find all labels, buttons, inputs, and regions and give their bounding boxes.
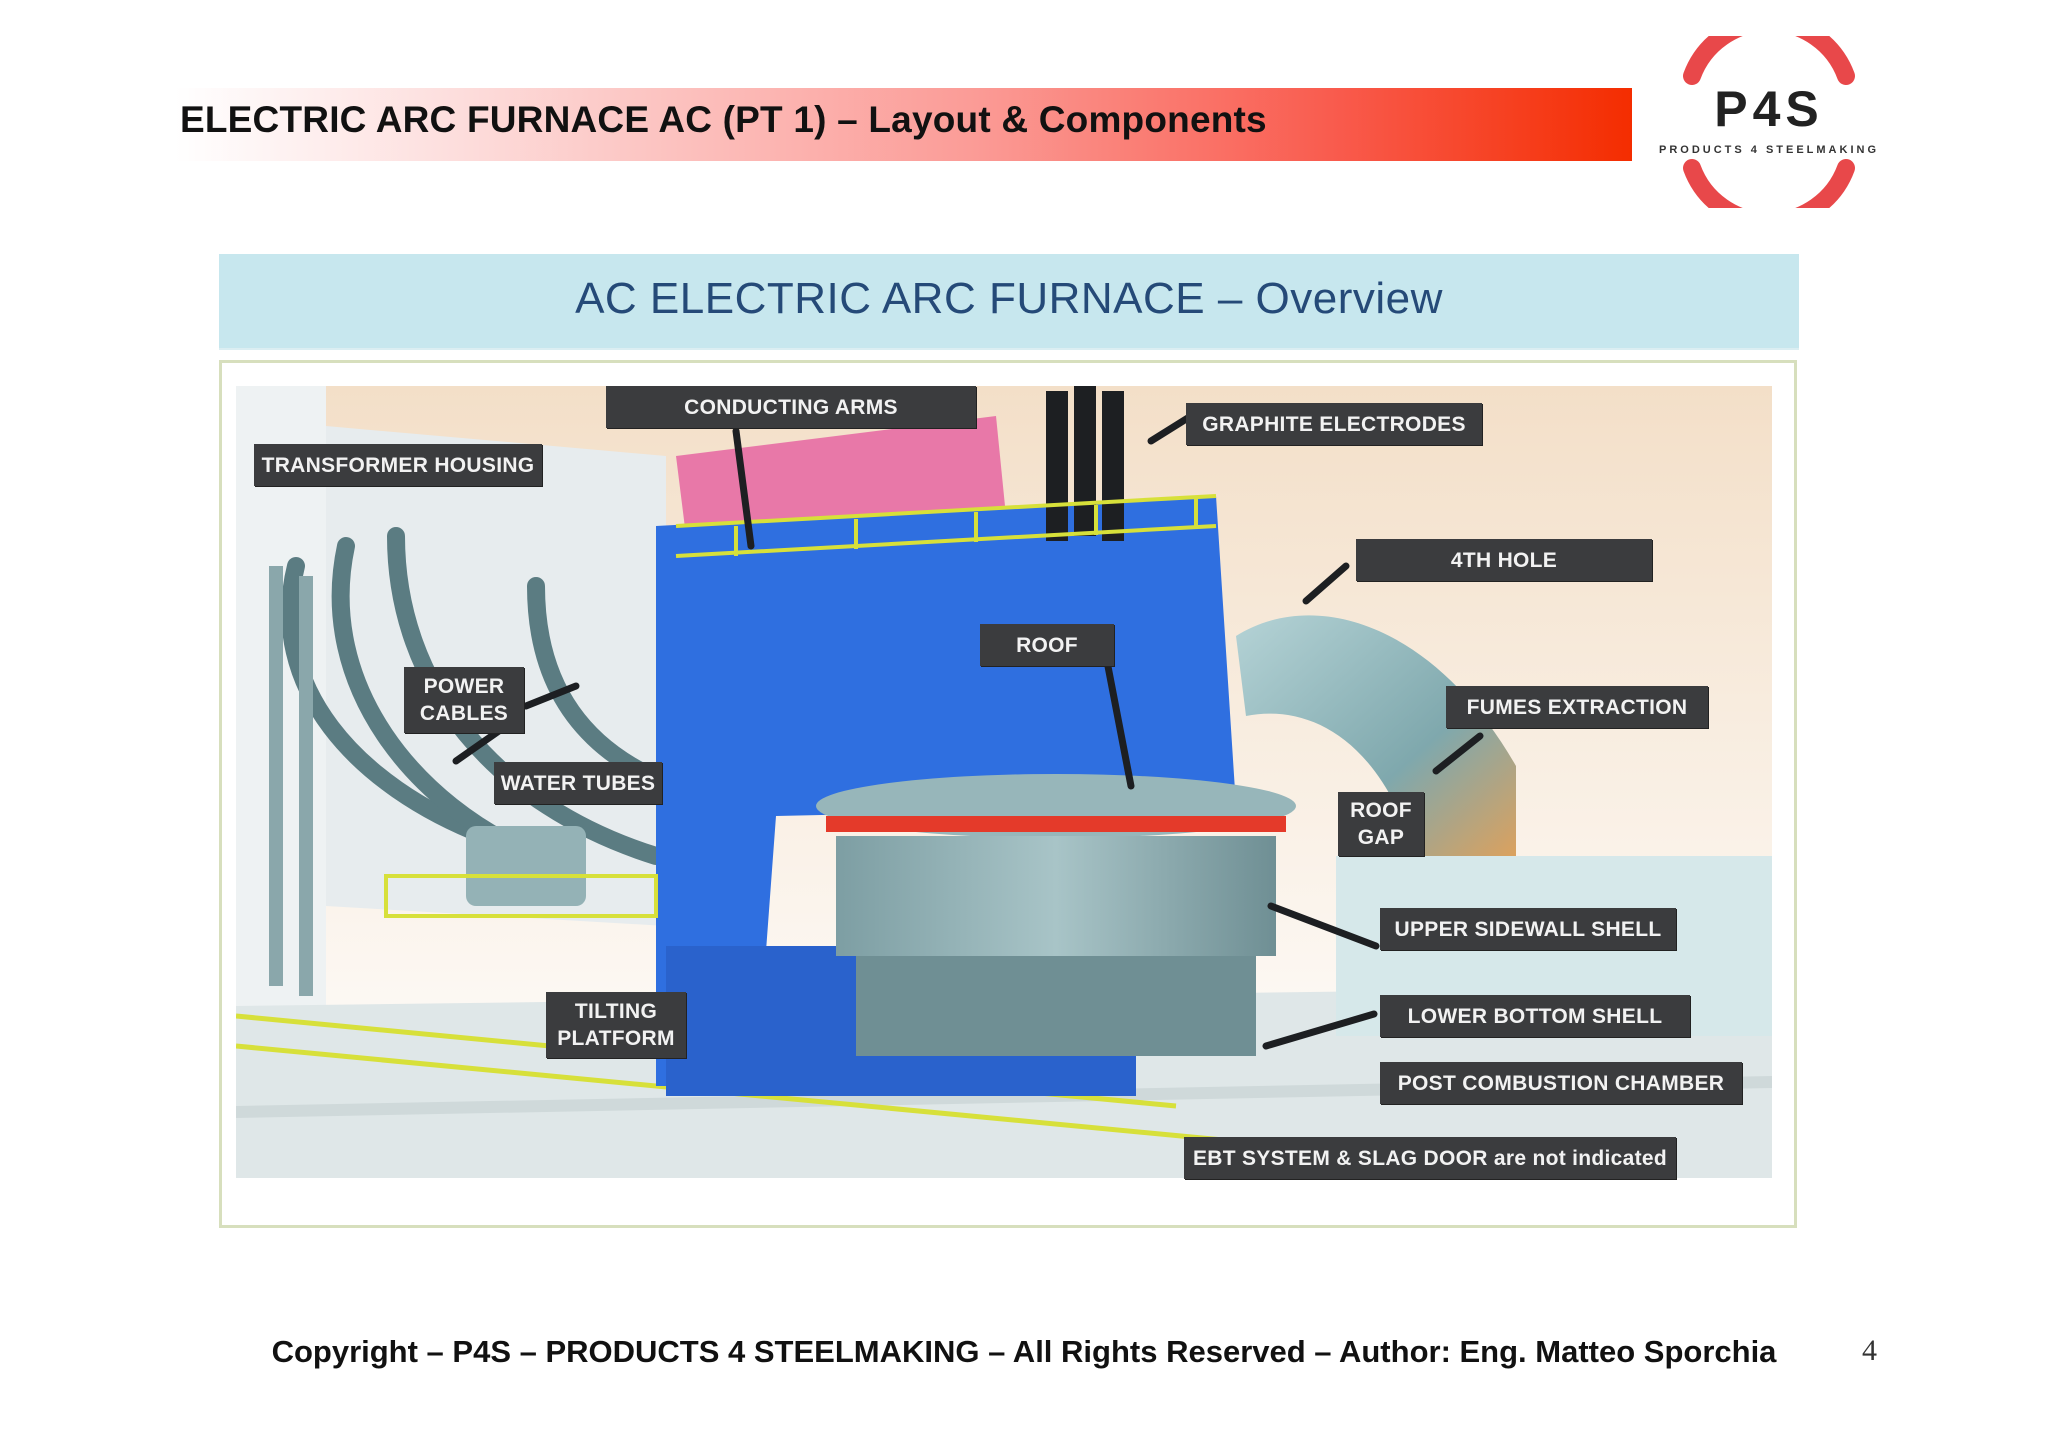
callout-arrows bbox=[452, 412, 1484, 1050]
arrow-4th-hole bbox=[1302, 562, 1350, 605]
callout-fumes-extraction: FUMES EXTRACTION bbox=[1446, 686, 1708, 728]
logo-subtitle: PRODUCTS 4 STEELMAKING bbox=[1658, 144, 1879, 156]
p4s-logo: P4S PRODUCTS 4 STEELMAKING bbox=[1648, 13, 1890, 231]
callout-tilting-platform: TILTING PLATFORM bbox=[546, 992, 686, 1058]
tilting-cylinder-drawing bbox=[466, 826, 586, 906]
callout-ebt-note: EBT SYSTEM & SLAG DOOR are not indicated bbox=[1184, 1137, 1676, 1179]
callout-power-cables: POWER CABLES bbox=[404, 667, 524, 733]
arrow-power-cables bbox=[522, 682, 580, 710]
callout-post-combustion-chamber: POST COMBUSTION CHAMBER bbox=[1380, 1062, 1742, 1104]
callout-upper-sidewall-shell: UPPER SIDEWALL SHELL bbox=[1380, 908, 1676, 950]
arrow-roof bbox=[1102, 652, 1135, 790]
callout-graphite-electrodes: GRAPHITE ELECTRODES bbox=[1186, 403, 1482, 445]
figure-header: AC ELECTRIC ARC FURNACE – Overview bbox=[219, 254, 1799, 350]
callout-roof-gap: ROOF GAP bbox=[1338, 792, 1424, 856]
fumes-extraction-duct bbox=[1236, 615, 1516, 866]
roof-gap-drawing bbox=[826, 816, 1286, 832]
graphite-electrodes-drawing bbox=[1046, 386, 1124, 541]
top-railing bbox=[675, 494, 1217, 558]
upper-sidewall-shell-drawing bbox=[836, 836, 1276, 956]
arrow-conducting-arms bbox=[732, 427, 755, 550]
slide-title: ELECTRIC ARC FURNACE AC (PT 1) – Layout … bbox=[180, 99, 1267, 140]
conducting-arms-drawing bbox=[676, 416, 1006, 536]
arrow-graphite-electrodes bbox=[1147, 412, 1195, 445]
callout-lower-bottom-shell: LOWER BOTTOM SHELL bbox=[1380, 995, 1690, 1037]
lower-bottom-shell-drawing bbox=[856, 956, 1256, 1056]
furnace-illustration bbox=[236, 386, 1772, 1178]
title-bar bbox=[175, 88, 1632, 161]
logo-text: P4S bbox=[1714, 81, 1824, 137]
arrow-upper-sidewall bbox=[1267, 902, 1380, 950]
callout-roof: ROOF bbox=[980, 624, 1114, 666]
slide-footer: Copyright – P4S – PRODUCTS 4 STEELMAKING… bbox=[271, 1334, 1777, 1369]
water-pipes-drawing bbox=[269, 566, 313, 996]
platform-railing bbox=[384, 874, 658, 918]
callout-transformer-housing: TRANSFORMER HOUSING bbox=[254, 444, 542, 486]
callout-conducting-arms: CONDUCTING ARMS bbox=[606, 386, 976, 428]
arrow-lower-bottom-shell bbox=[1262, 1010, 1378, 1050]
callout-4th-hole: 4TH HOLE bbox=[1356, 539, 1652, 581]
figure-title: AC ELECTRIC ARC FURNACE – Overview bbox=[575, 274, 1443, 323]
callout-water-tubes: WATER TUBES bbox=[494, 762, 662, 804]
arrow-fumes-extraction bbox=[1432, 732, 1484, 775]
page-number: 4 bbox=[1862, 1334, 1877, 1367]
